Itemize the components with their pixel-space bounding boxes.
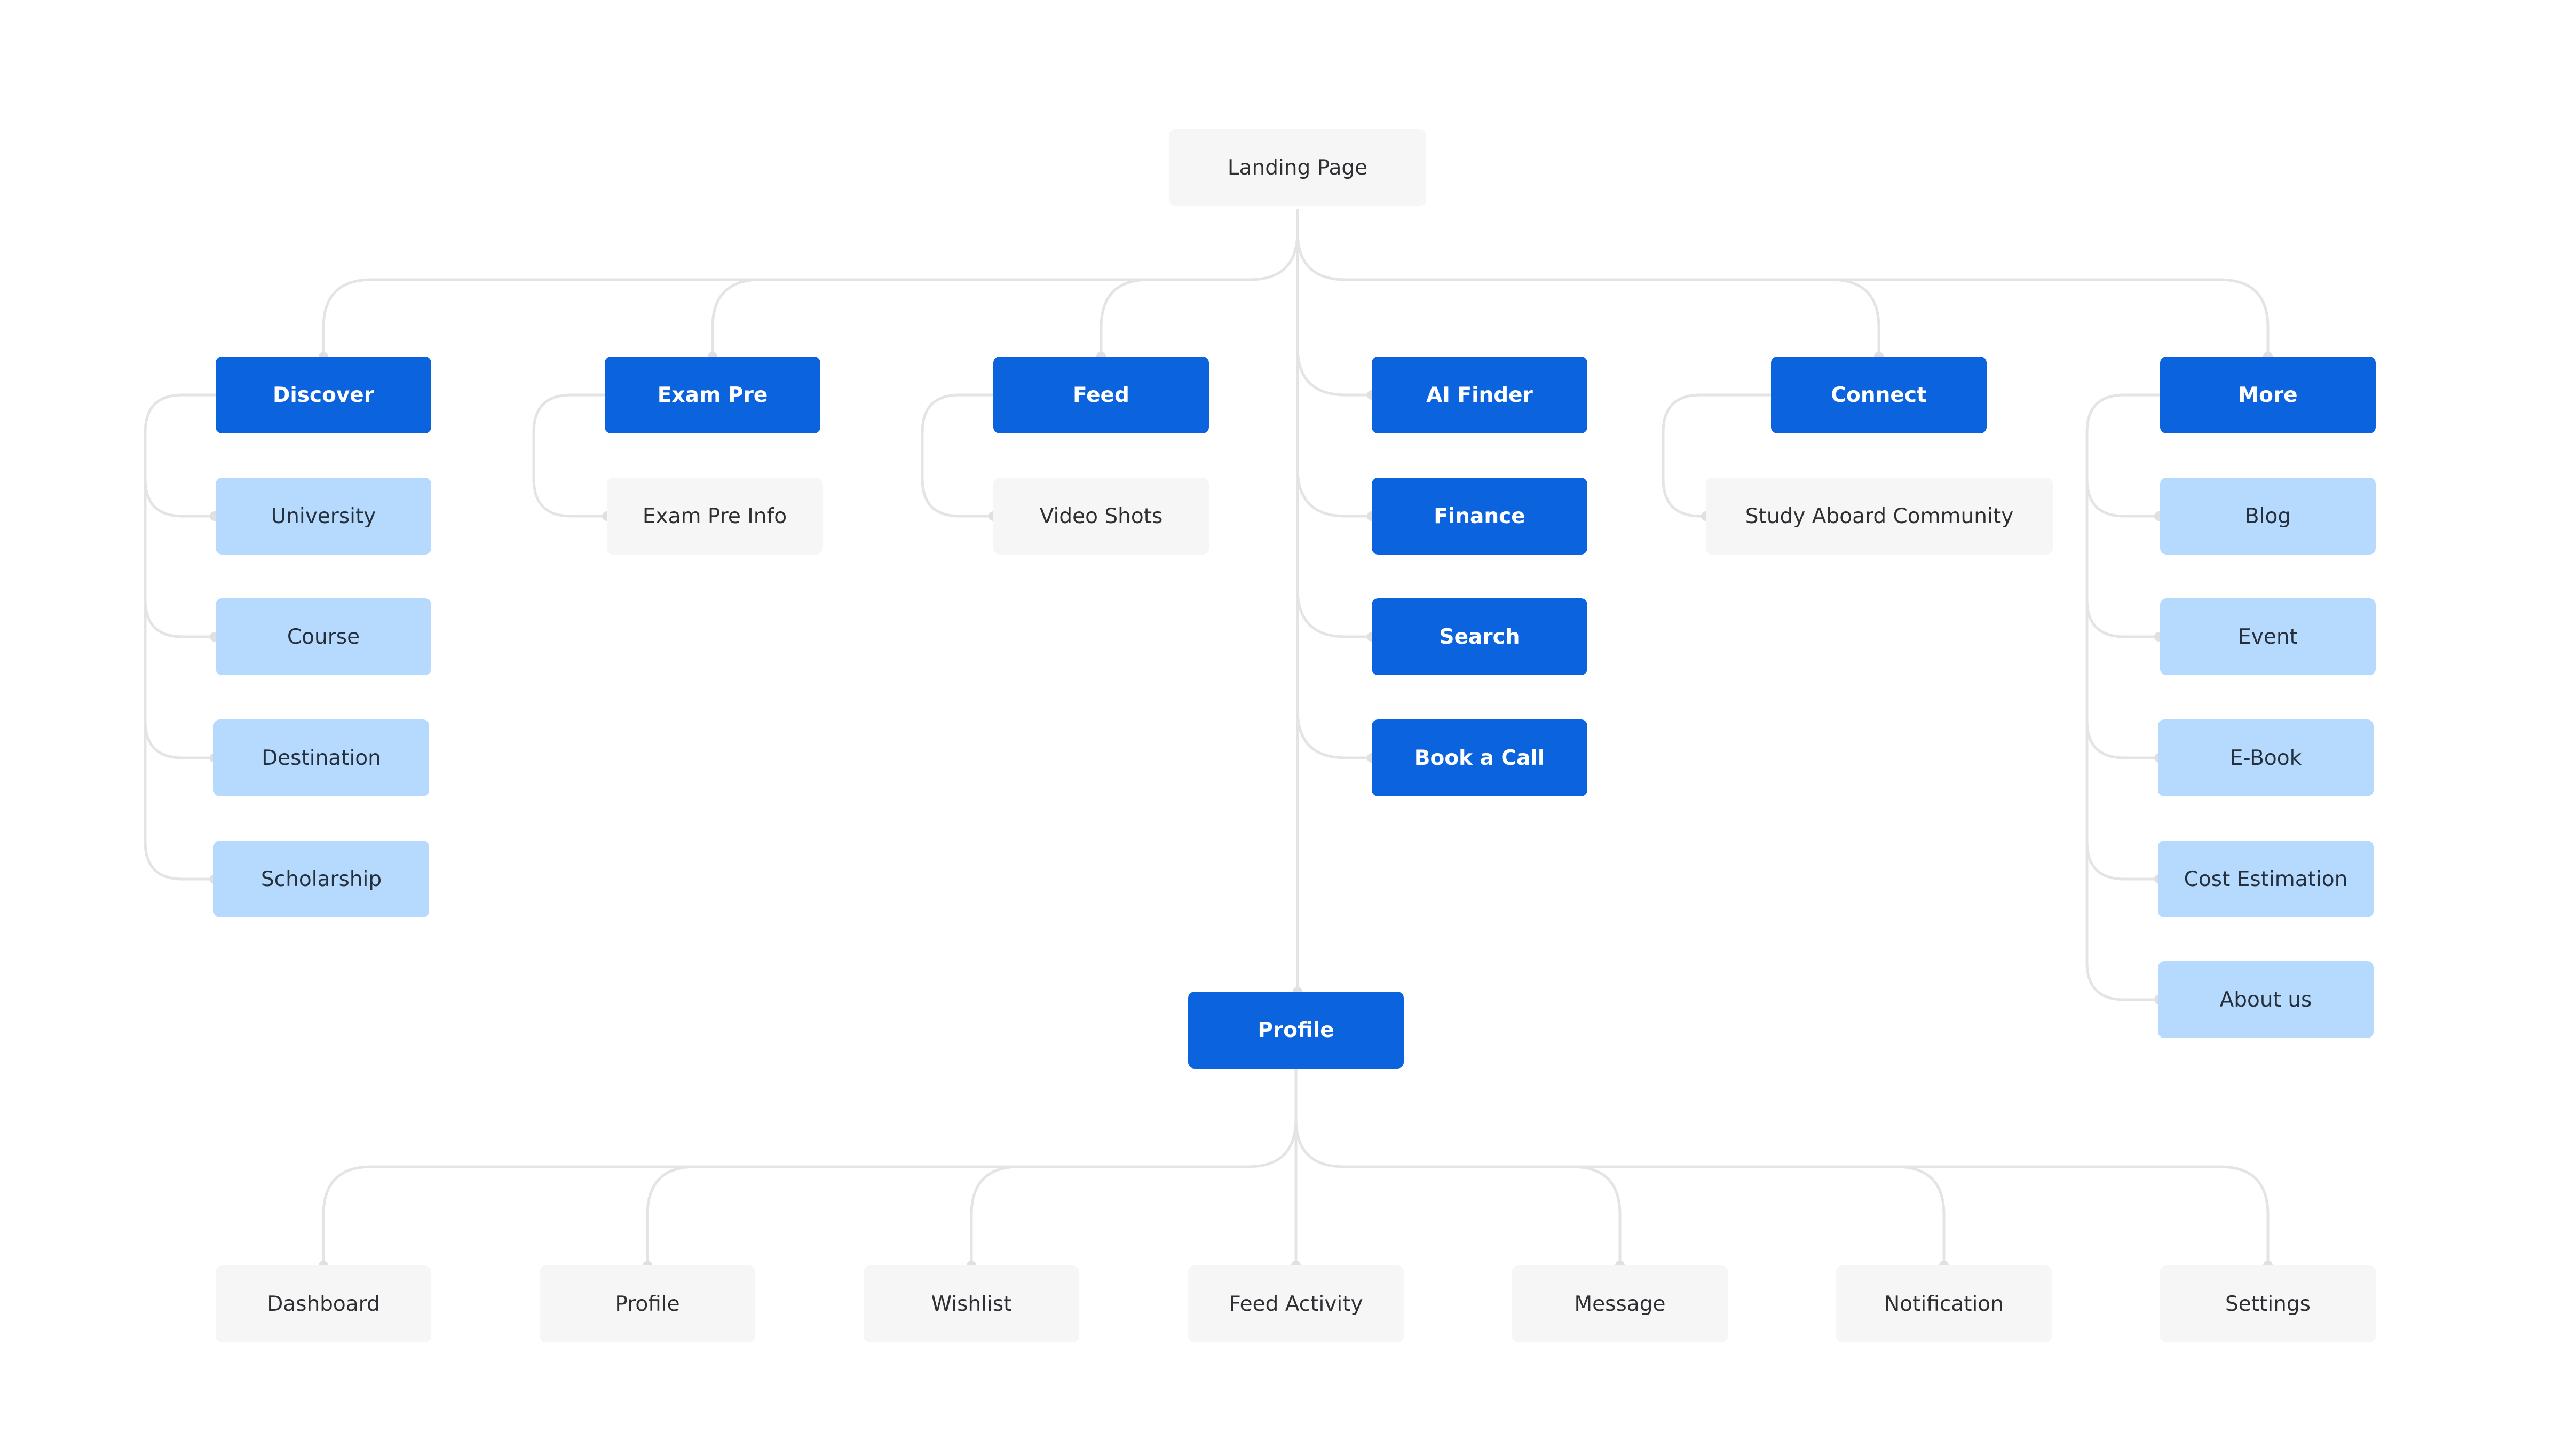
- rail: [2085, 393, 2160, 962]
- node-feed: Feed: [993, 357, 1209, 433]
- center-branch: [1296, 709, 1372, 759]
- node-message: Message: [1512, 1265, 1728, 1342]
- rail-branch: [144, 599, 215, 638]
- node-feed-activity: Feed Activity: [1188, 1265, 1404, 1342]
- node-course: Course: [216, 598, 431, 675]
- node-study-aboard-community: Study Aboard Community: [1706, 478, 2053, 555]
- profile-bus-right: [1294, 1118, 2270, 1265]
- profile-drop: [1895, 1165, 1946, 1265]
- bus-drop: [711, 278, 761, 357]
- node-e-book: E-Book: [2158, 719, 2374, 796]
- node-blog: Blog: [2160, 478, 2376, 555]
- node-notification: Notification: [1836, 1265, 2052, 1342]
- node-settings: Settings: [2160, 1265, 2376, 1342]
- node-university: University: [216, 478, 431, 555]
- rail-branch: [2085, 720, 2159, 759]
- center-branch: [1296, 346, 1372, 397]
- rail-branch: [532, 478, 607, 518]
- node-event: Event: [2160, 598, 2376, 675]
- node-landing-page: Landing Page: [1169, 129, 1426, 206]
- node-more: More: [2160, 357, 2376, 433]
- node-video-shots: Video Shots: [993, 478, 1209, 555]
- bus-left: [322, 209, 1299, 357]
- node-finance: Finance: [1372, 478, 1587, 555]
- rail: [921, 393, 993, 479]
- rail: [532, 393, 605, 479]
- rail-branch: [2085, 841, 2159, 881]
- rail: [144, 393, 216, 842]
- node-wishlist: Wishlist: [864, 1265, 1079, 1342]
- node-about-us: About us: [2158, 961, 2374, 1038]
- node-exam-pre: Exam Pre: [605, 357, 820, 433]
- bus-right: [1296, 231, 2270, 357]
- center-branch: [1296, 588, 1372, 638]
- rail: [1662, 393, 1771, 479]
- rail-branch: [2085, 599, 2159, 638]
- node-search: Search: [1372, 598, 1587, 675]
- node-destination: Destination: [213, 719, 429, 796]
- rail-branch: [921, 478, 993, 518]
- rail-branch: [144, 841, 215, 881]
- center-branch: [1296, 468, 1372, 518]
- rail-branch: [144, 720, 215, 759]
- profile-drop: [1571, 1165, 1622, 1265]
- node-exam-pre-info: Exam Pre Info: [607, 478, 823, 555]
- node-ai-finder: AI Finder: [1372, 357, 1587, 433]
- rail-branch: [1662, 478, 1706, 518]
- profile-drop: [646, 1165, 696, 1265]
- node-dashboard: Dashboard: [216, 1265, 431, 1342]
- node-profile-hub: Profile: [1188, 992, 1404, 1069]
- node-connect: Connect: [1771, 357, 1987, 433]
- bus-drop: [1100, 278, 1150, 357]
- rail-branch: [2085, 478, 2159, 518]
- bus-drop: [1830, 278, 1880, 357]
- rail-branch: [2085, 962, 2159, 1001]
- node-discover: Discover: [216, 357, 431, 433]
- node-scholarship: Scholarship: [213, 841, 429, 917]
- node-cost-estimation: Cost Estimation: [2158, 841, 2374, 917]
- rail-branch: [144, 478, 215, 518]
- node-profile: Profile: [540, 1265, 755, 1342]
- node-book-a-call: Book a Call: [1372, 719, 1587, 796]
- profile-bus-left: [322, 1069, 1298, 1265]
- profile-drop: [970, 1165, 1020, 1265]
